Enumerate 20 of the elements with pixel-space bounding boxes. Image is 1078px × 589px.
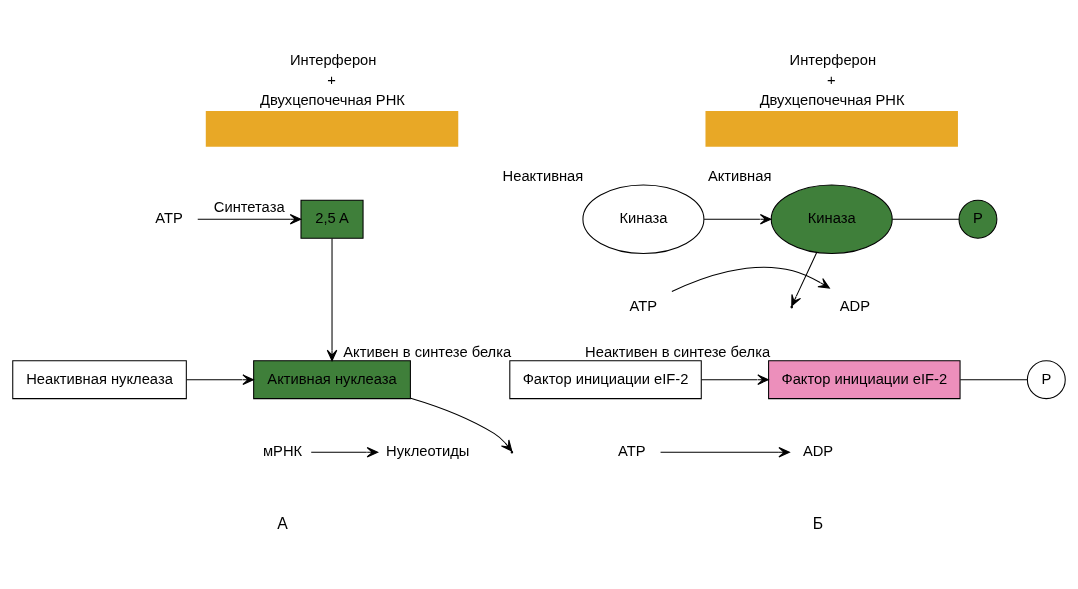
node-text: ADP — [839, 297, 870, 314]
node-text: ADP — [802, 442, 834, 459]
node-label: + — [826, 71, 836, 88]
node-text: ATP — [155, 209, 183, 226]
label: А — [277, 514, 288, 532]
node-label: + — [327, 71, 336, 88]
node-text: Нуклеотиды — [386, 442, 470, 459]
node-text: мРНК — [263, 442, 303, 459]
node-label: Активен в синтезе белка — [343, 343, 512, 360]
node-label: Двухцепочечная РНК — [259, 91, 405, 108]
node-text: ATP — [618, 442, 646, 459]
node-label: Интерферон — [289, 51, 377, 68]
label: Б — [812, 514, 824, 532]
node-label: Интерферон — [789, 51, 877, 68]
edge-label: Синтетаза — [213, 198, 285, 215]
node-text: ATP — [629, 297, 658, 314]
node-label: Неактивен в синтезе белка — [585, 343, 771, 360]
node-label: Неактивная — [502, 167, 584, 184]
node-label: Активная — [707, 167, 772, 184]
node-label: Двухцепочечная РНК — [759, 91, 905, 108]
